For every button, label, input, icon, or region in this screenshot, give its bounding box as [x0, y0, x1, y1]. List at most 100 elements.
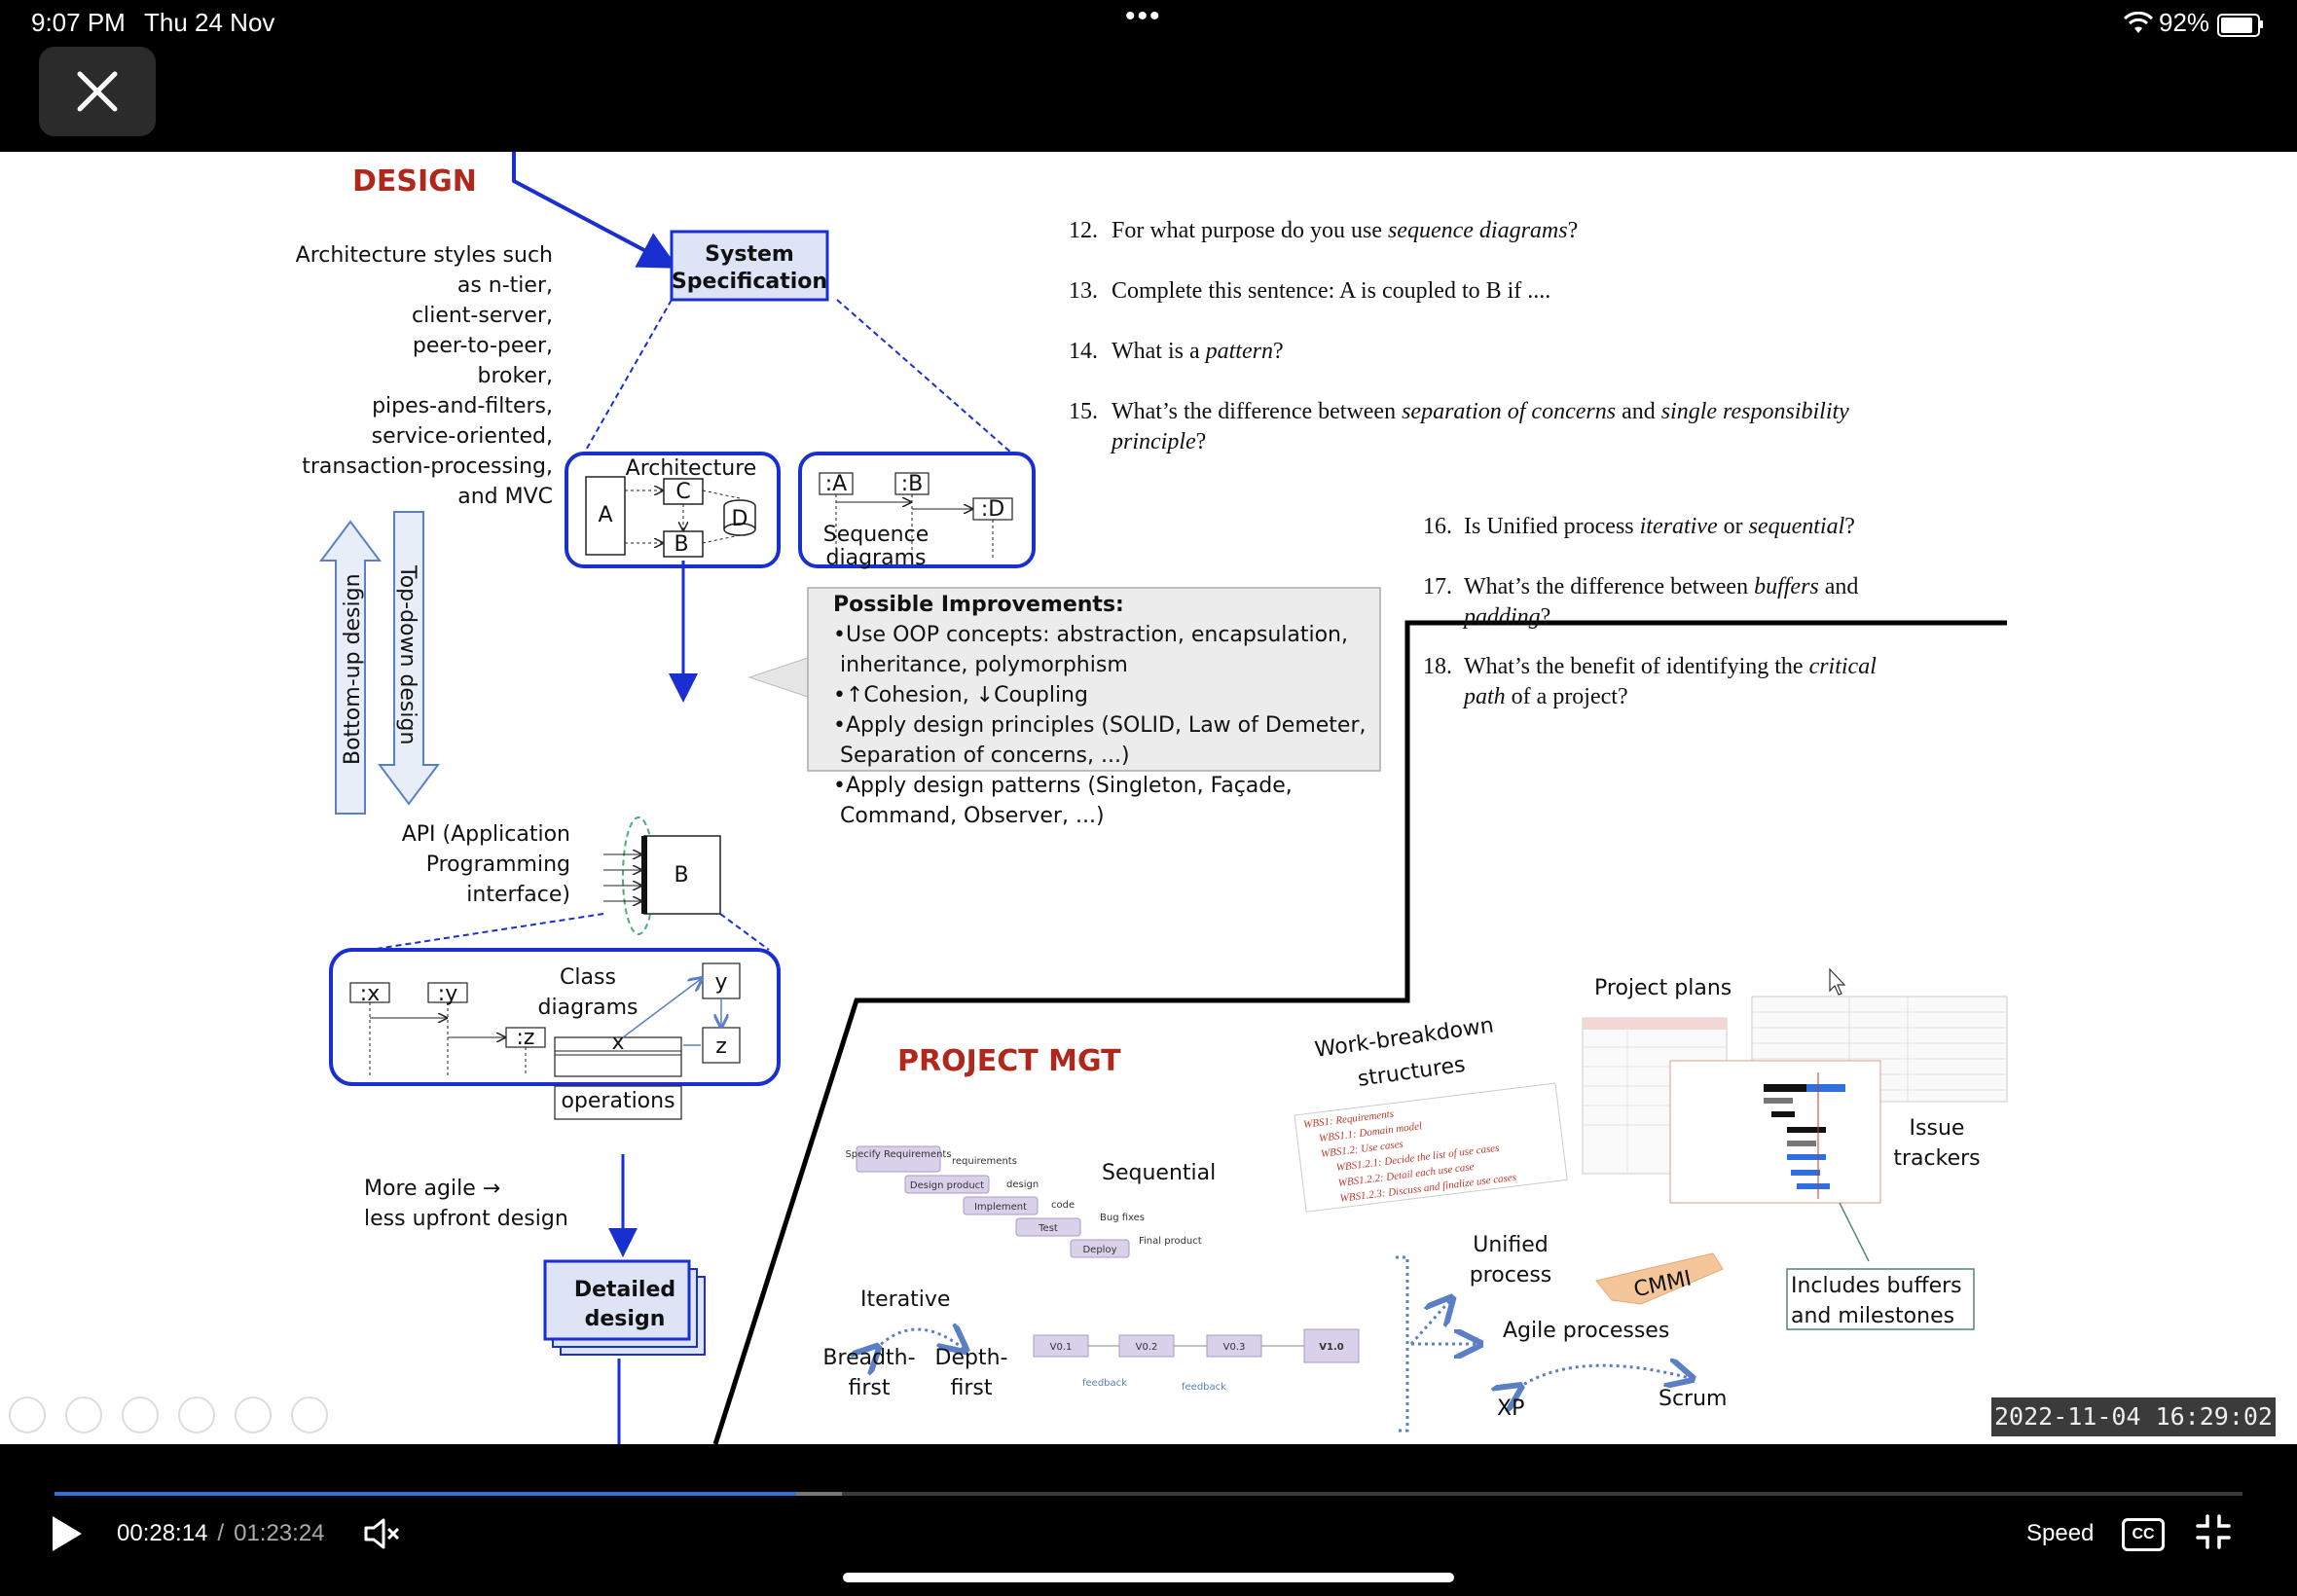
architecture-label: Architecture — [626, 456, 757, 481]
detailed-design-line1: Detailed — [574, 1278, 675, 1302]
svg-text:API (Application: API (Application — [402, 822, 570, 847]
sequence-diagram-box — [798, 452, 1036, 568]
svg-text:interface): interface) — [466, 883, 570, 907]
svg-text:C: C — [675, 480, 690, 504]
class-label-2: diagrams — [538, 996, 638, 1020]
issue-trackers-1: Issue — [1910, 1116, 1965, 1141]
wbs-title-2: structures — [1356, 1053, 1467, 1092]
svg-text:What’s the difference between: What’s the difference between buffers an… — [1464, 574, 1858, 599]
svg-text:requirements: requirements — [952, 1156, 1017, 1167]
question-number: 15. — [1069, 399, 1098, 424]
mute-button[interactable] — [362, 1514, 401, 1553]
svg-text::A: :A — [825, 472, 847, 496]
svg-text:•Apply design patterns (Single: •Apply design patterns (Singleton, Façad… — [833, 774, 1293, 798]
question-number: 14. — [1069, 339, 1098, 364]
system-spec-line1: System — [705, 242, 794, 267]
unified-process-1: Unified — [1473, 1233, 1549, 1257]
detailed-design-line2: design — [585, 1307, 666, 1331]
project-mgt-heading: PROJECT MGT — [897, 1044, 1121, 1078]
system-spec-box — [670, 230, 829, 302]
iterative-versions: V0.1 V0.2 V0.3 V1.0 feedback feedback — [1033, 1328, 1360, 1393]
svg-text::z: :z — [517, 1026, 535, 1050]
wbs-title-1: Work-breakdown — [1313, 1013, 1495, 1063]
cmmi-arrow — [1595, 1252, 1724, 1305]
slides-icon — [178, 1396, 215, 1433]
system-spec-line2: Specification — [672, 270, 827, 294]
svg-text:D: D — [732, 507, 748, 531]
project-plans-label: Project plans — [1594, 976, 1732, 1000]
svg-text:Deploy: Deploy — [1082, 1245, 1116, 1255]
detailed-design-box — [543, 1259, 691, 1341]
svg-text:client-server,: client-server, — [412, 304, 553, 328]
svg-text:What’s the benefit of identify: What’s the benefit of identifying the cr… — [1464, 654, 1877, 679]
next-slide-icon — [65, 1396, 102, 1433]
svg-text:Specify Requirements: Specify Requirements — [845, 1149, 951, 1160]
captions-button[interactable]: CC — [2122, 1518, 2165, 1551]
multitasking-dots[interactable]: ••• — [1125, 0, 1162, 32]
current-time: 00:28:14 — [117, 1520, 208, 1546]
svg-text:V1.0: V1.0 — [1319, 1342, 1343, 1353]
question-number: 17. — [1423, 574, 1452, 599]
svg-text:transaction-processing,: transaction-processing, — [302, 454, 553, 479]
agile-processes-label: Agile processes — [1503, 1319, 1669, 1343]
status-time: 9:07 PM — [31, 8, 126, 37]
battery-icon — [2217, 14, 2260, 37]
agile-note-2: less upfront design — [364, 1207, 568, 1231]
sequence-label-2: diagrams — [826, 546, 927, 570]
project-plan-thumbnail — [1582, 996, 2008, 1204]
close-button[interactable] — [39, 47, 156, 136]
svg-text:What is a pattern?: What is a pattern? — [1112, 339, 1284, 364]
zoom-icon — [235, 1396, 272, 1433]
svg-text:Implement: Implement — [974, 1202, 1027, 1213]
architecture-styles-text: Architecture styles such as n-tier, clie… — [296, 243, 553, 509]
play-icon — [53, 1516, 82, 1551]
wifi-icon — [2124, 12, 2153, 33]
issue-trackers-2: trackers — [1893, 1146, 1980, 1171]
svg-text:principle?: principle? — [1110, 429, 1206, 454]
close-icon — [77, 71, 118, 112]
speed-button[interactable]: Speed — [2026, 1520, 2095, 1546]
operations-label: operations — [561, 1089, 675, 1113]
questions-project: 16.Is Unified process iterative or seque… — [1423, 514, 1877, 709]
play-button[interactable] — [49, 1514, 84, 1553]
svg-text:padding?: padding? — [1462, 604, 1550, 630]
svg-text:broker,: broker, — [477, 364, 553, 388]
breadth-first-2: first — [849, 1376, 891, 1400]
svg-text:design: design — [1006, 1179, 1039, 1190]
improvements-box — [807, 587, 1381, 772]
question-number: 12. — [1069, 218, 1098, 243]
svg-text:service-oriented,: service-oriented, — [372, 424, 553, 449]
svg-text:feedback: feedback — [1082, 1378, 1127, 1389]
exit-fullscreen-button[interactable] — [2196, 1514, 2231, 1549]
svg-text::D: :D — [981, 497, 1004, 522]
svg-text:z: z — [715, 1034, 727, 1059]
battery-percentage: 92% — [2159, 8, 2210, 37]
class-label-1: Class — [560, 965, 616, 990]
battery-tip — [2260, 20, 2263, 28]
api-box-label: B — [674, 863, 688, 888]
seek-bar[interactable] — [55, 1492, 2242, 1496]
iterative-label: Iterative — [860, 1288, 950, 1312]
wbs-card: WBS1: Requirements WBS1.1: Domain model … — [1294, 1082, 1568, 1213]
improvements-list: •Use OOP concepts: abstraction, encapsul… — [833, 623, 1367, 828]
speaker-muted-icon — [364, 1518, 400, 1549]
svg-text:y: y — [714, 970, 727, 995]
svg-text:What’s the difference between: What’s the difference between separation… — [1112, 399, 1849, 424]
svg-text:A: A — [598, 503, 612, 527]
svg-text::x: :x — [360, 982, 380, 1006]
svg-text::B: :B — [901, 472, 924, 496]
svg-text:For what purpose do you use se: For what purpose do you use sequence dia… — [1112, 218, 1578, 243]
questions-design: 12. For what purpose do you use sequence … — [1069, 218, 1849, 454]
breadth-first-1: Breadth- — [822, 1346, 915, 1370]
playback-progress — [55, 1492, 796, 1496]
status-date: Thu 24 Nov — [144, 8, 275, 37]
svg-text:Command, Observer, ...): Command, Observer, ...) — [833, 804, 1105, 828]
prev-slide-icon — [9, 1396, 46, 1433]
buffers-note-box — [1786, 1268, 1975, 1330]
svg-text:•Apply design principles (SOLI: •Apply design principles (SOLID, Law of … — [833, 713, 1367, 738]
mouse-cursor-icon — [1829, 967, 1846, 996]
question-number: 16. — [1423, 514, 1452, 539]
svg-text:V0.2: V0.2 — [1136, 1342, 1158, 1353]
svg-text:B: B — [674, 532, 688, 557]
more-icon — [291, 1396, 328, 1433]
